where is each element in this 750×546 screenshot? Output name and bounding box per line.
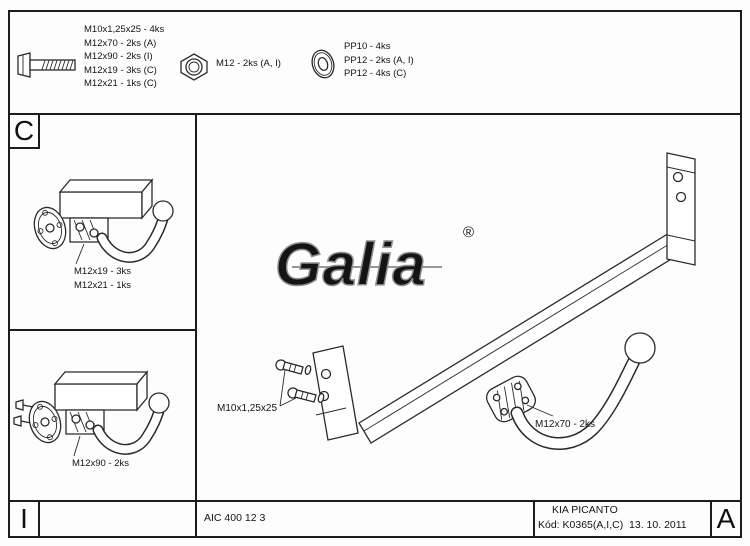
sheet-border: [8, 10, 742, 538]
washer-spec-line: PP12 - 2ks (A, I): [344, 54, 414, 66]
m10-bolts: [275, 359, 325, 404]
divider-footer-cells: [533, 500, 535, 538]
hook-mount-plate: [485, 375, 537, 423]
registered-mark-icon: ®: [463, 224, 474, 241]
detail-c-label-1: M12x19 - 3ks: [74, 266, 131, 277]
flange-plate: [28, 400, 62, 444]
left-mount-bracket: [312, 345, 359, 441]
washer-spec-line: PP10 - 4ks: [344, 41, 391, 52]
logo-text: Galia: [275, 231, 427, 298]
vehicle-model: KIA PICANTO: [552, 504, 618, 516]
revision-letter-a: A: [710, 502, 740, 536]
document-number: AIC 400 12 3: [204, 512, 266, 524]
detail-view-i: M12x90 - 2ks: [10, 334, 195, 503]
washer-icon: [305, 46, 341, 87]
product-code-date: Kód: K0365(A,I,C) 13. 10. 2011: [538, 519, 687, 531]
bolt-spec-line: M12x90 - 2ks (I): [84, 51, 153, 62]
flange-plate: [33, 206, 67, 250]
washer-spec-list: PP10 - 4ks PP12 - 2ks (A, I) PP12 - 4ks …: [344, 40, 414, 81]
washer-spec-line: PP12 - 4ks (C): [344, 68, 407, 79]
bolt-spec-line: M12x21 - 1ks (C): [84, 78, 157, 89]
detail-view-c: M12x19 - 3ks M12x21 - 1ks: [10, 148, 195, 333]
main-towbar-drawing: Galia ®: [197, 115, 742, 505]
bolt-spec-line: M10x1,25x25 - 4ks: [84, 24, 165, 35]
right-mount-bracket: [666, 152, 696, 266]
section-letter-c: C: [10, 115, 40, 149]
galia-logo: Galia ®: [274, 224, 474, 299]
detail-i-label-1: M12x90 - 2ks: [72, 458, 129, 469]
detail-c-label-2: M12x21 - 1ks: [74, 280, 131, 291]
divider-left-column: [195, 113, 197, 538]
main-label-bolt: M10x1,25x25: [217, 403, 277, 414]
bolt-spec-line: M12x70 - 2ks (A): [84, 37, 157, 49]
nut-spec: M12 - 2ks (A, I): [216, 58, 281, 69]
divider-parts-strip: [8, 113, 742, 115]
bolt-icon: [15, 48, 81, 87]
main-label-hook-bolt: M12x70 - 2ks: [535, 419, 595, 430]
bolt-spec-line: M12x19 - 3ks (C): [84, 64, 157, 76]
bolt-spec-list: M10x1,25x25 - 4ks M12x70 - 2ks (A) M12x9…: [84, 23, 164, 91]
towball-hook: [510, 332, 656, 450]
nut-icon: [177, 52, 211, 87]
divider-detail-views: [8, 329, 197, 331]
divider-footer: [8, 500, 742, 502]
section-letter-i: I: [10, 502, 40, 536]
